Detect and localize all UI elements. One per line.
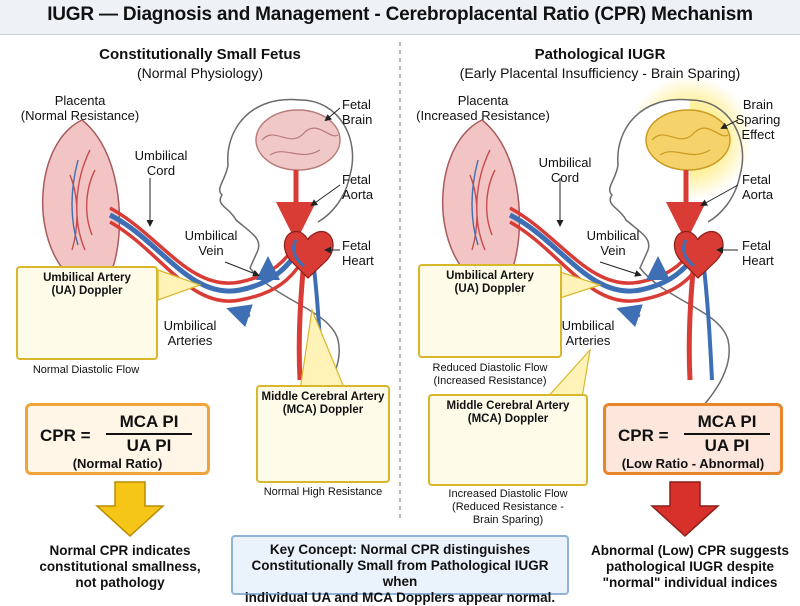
key-concept-box: Key Concept: Normal CPR distinguishes Co… xyxy=(231,535,569,605)
yellow-down-arrow xyxy=(95,481,165,538)
cpr-lhs-left: CPR = xyxy=(40,426,91,445)
label-umbilical-cord-right: Umbilical Cord xyxy=(538,155,592,185)
label-umbilical-vein-left: Umbilical Vein xyxy=(184,228,238,258)
cpr-note-right: (Low Ratio - Abnormal) xyxy=(621,456,765,471)
umbilical-artery-left xyxy=(109,220,304,303)
red-down-arrow xyxy=(650,481,720,538)
label-brain-sparing-right: Brain Sparing Effect xyxy=(735,97,781,142)
label-placenta-right: Placenta (Increased Resistance) xyxy=(416,93,550,123)
heart-right xyxy=(673,230,724,279)
left-illustration xyxy=(42,98,354,421)
heart-left xyxy=(283,230,334,279)
right-panel-title: Pathological IUGR xyxy=(534,46,666,63)
cpr-numerator-left: MCA PI xyxy=(106,412,192,435)
right-conclusion: Abnormal (Low) CPR suggests pathological… xyxy=(590,543,789,590)
label-fetal-heart-right: Fetal Heart xyxy=(742,238,774,268)
right-panel-subtitle: (Early Placental Insufficiency - Brain S… xyxy=(459,65,741,81)
cpr-numerator-right: MCA PI xyxy=(684,412,770,435)
cpr-fraction-right: MCA PI UA PI xyxy=(684,412,770,456)
placenta-left xyxy=(42,119,121,282)
cpr-note-left: (Normal Ratio) xyxy=(72,456,163,471)
placenta-right xyxy=(442,119,521,282)
ua-doppler-box-left: Umbilical Artery (UA) Doppler xyxy=(16,266,158,360)
mca-doppler-box-right: Middle Cerebral Artery (MCA) Doppler xyxy=(428,394,588,486)
cpr-denominator-right: UA PI xyxy=(704,436,750,455)
mca-doppler-box-left: Middle Cerebral Artery (MCA) Doppler xyxy=(256,385,390,483)
mca-doppler-caption-left: Normal High Resistance xyxy=(263,486,383,498)
umbilical-vein-left xyxy=(108,212,302,294)
left-conclusion: Normal CPR indicates constitutional smal… xyxy=(39,543,201,590)
ua-doppler-box-right: Umbilical Artery (UA) Doppler xyxy=(418,264,562,358)
label-umbilical-cord-left: Umbilical Cord xyxy=(134,148,188,178)
cpr-formula-box-right: CPR = MCA PI UA PI (Low Ratio - Abnormal… xyxy=(603,403,783,475)
label-placenta-left: Placenta (Normal Resistance) xyxy=(20,93,140,123)
label-umbilical-vein-right: Umbilical Vein xyxy=(586,228,640,258)
cpr-lhs-right: CPR = xyxy=(618,426,669,445)
left-panel-title: Constitutionally Small Fetus xyxy=(99,46,301,63)
ua-doppler-title-left: Umbilical Artery (UA) Doppler xyxy=(43,272,131,297)
mca-doppler-title-left: Middle Cerebral Artery (MCA) Doppler xyxy=(261,391,385,416)
label-fetal-aorta-right: Fetal Aorta xyxy=(742,172,774,202)
brain-right xyxy=(645,109,731,171)
page-title: IUGR — Diagnosis and Management - Cerebr… xyxy=(47,4,753,25)
ua-doppler-caption-right: Reduced Diastolic Flow (Increased Resist… xyxy=(432,362,548,387)
cpr-fraction-left: MCA PI UA PI xyxy=(106,412,192,456)
mca-doppler-caption-right: Increased Diastolic Flow (Reduced Resist… xyxy=(448,488,568,526)
left-panel-subtitle: (Normal Physiology) xyxy=(136,65,264,81)
label-fetal-aorta-left: Fetal Aorta xyxy=(342,172,374,202)
cpr-denominator-left: UA PI xyxy=(126,436,172,455)
title-bar xyxy=(0,0,800,35)
label-umbilical-arteries-right: Umbilical Arteries xyxy=(561,318,615,348)
ua-doppler-title-right: Umbilical Artery (UA) Doppler xyxy=(446,270,534,295)
label-umbilical-arteries-left: Umbilical Arteries xyxy=(163,318,217,348)
label-fetal-heart-left: Fetal Heart xyxy=(342,238,374,268)
mca-doppler-title-right: Middle Cerebral Artery (MCA) Doppler xyxy=(446,400,570,425)
label-fetal-brain-left: Fetal Brain xyxy=(342,97,373,127)
cpr-formula-box-left: CPR = MCA PI UA PI (Normal Ratio) xyxy=(25,403,210,475)
key-concept-text: Key Concept: Normal CPR distinguishes Co… xyxy=(244,542,556,605)
ua-doppler-caption-left: Normal Diastolic Flow xyxy=(32,364,140,376)
